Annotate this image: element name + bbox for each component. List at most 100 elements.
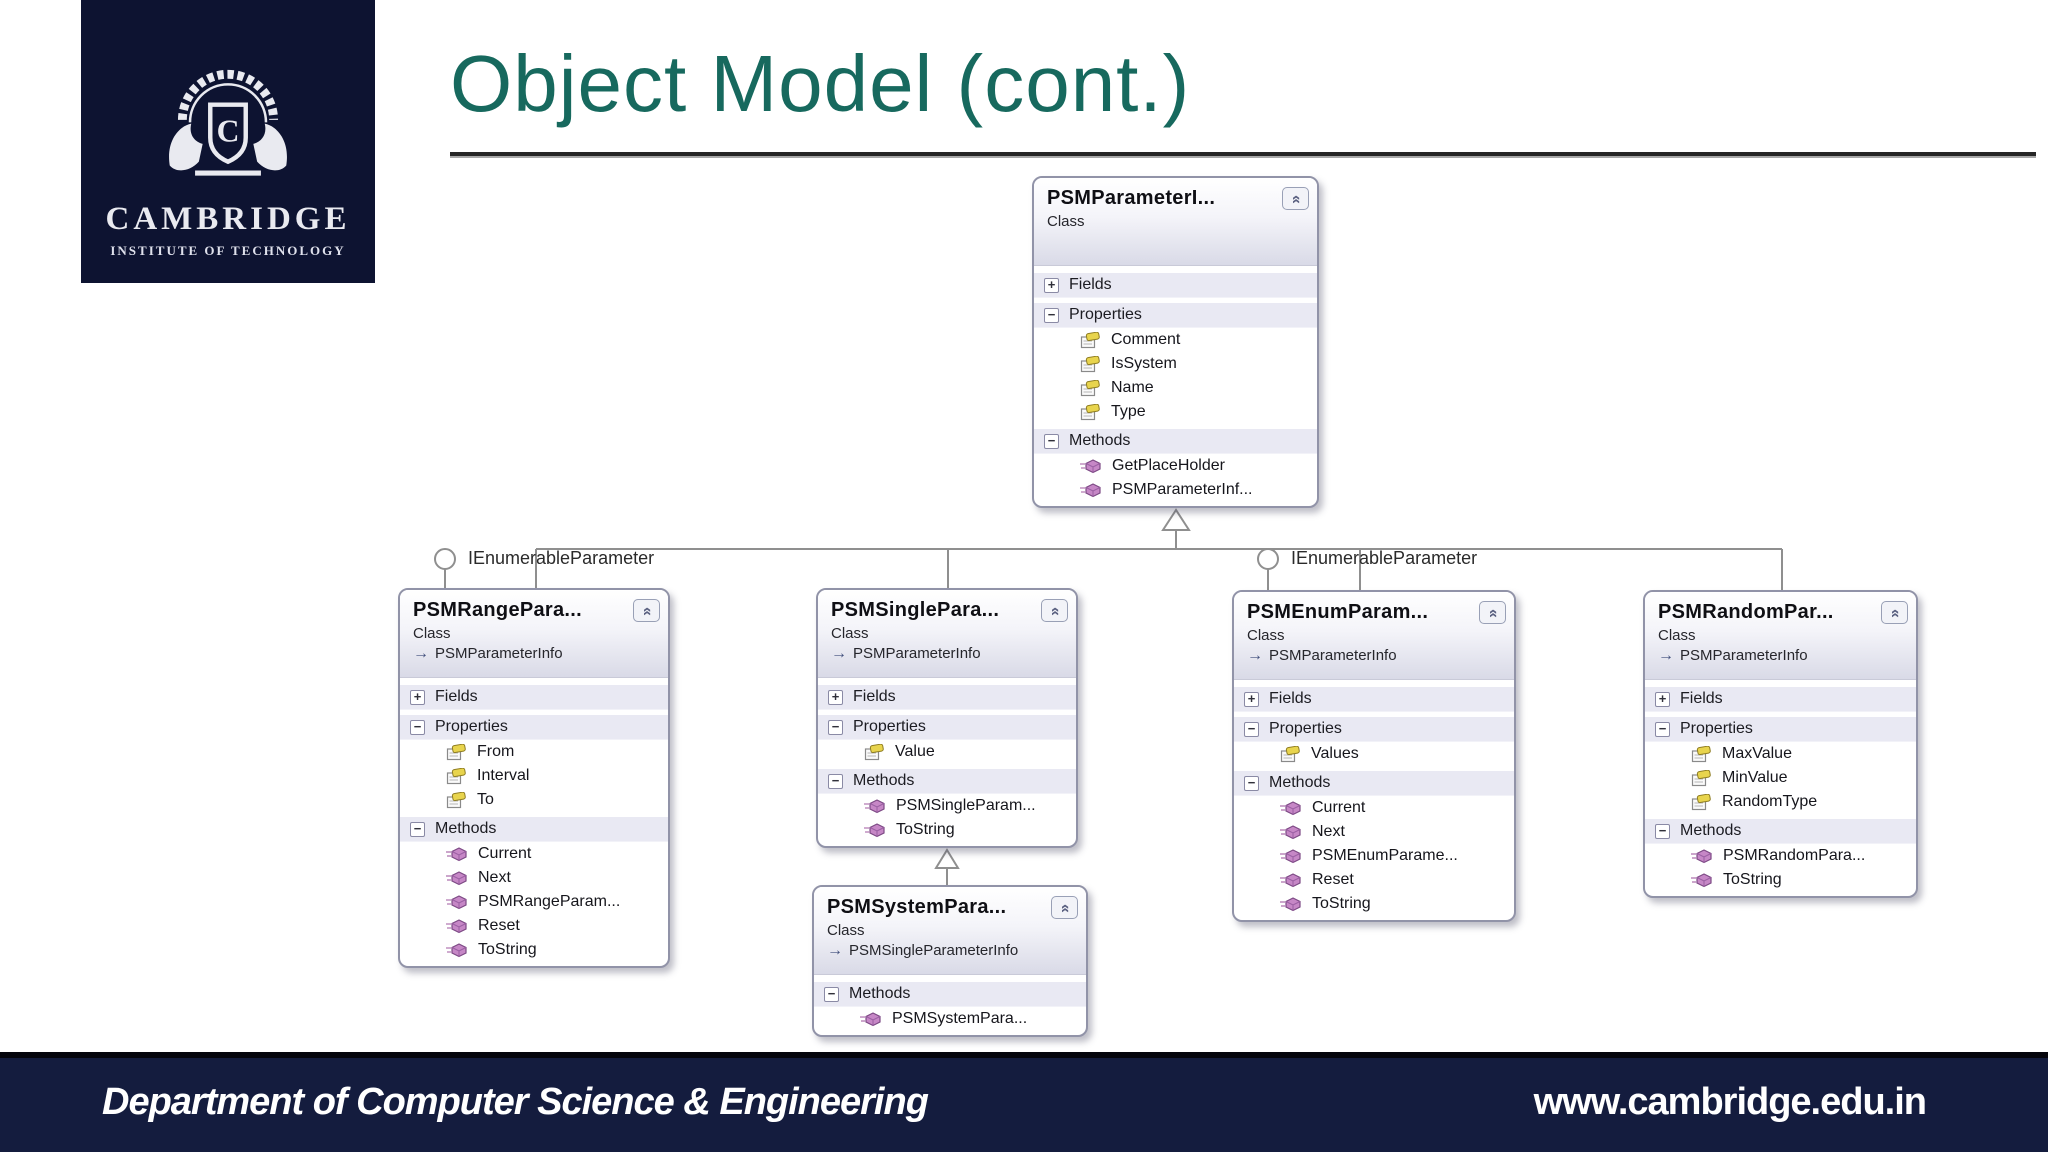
method-name: Current [1312,799,1366,816]
footer-department: Department of Computer Science & Enginee… [102,1080,929,1123]
method-icon [446,942,467,957]
collapse-toggle-icon: − [410,719,425,735]
method-row: ToString [1234,892,1514,916]
cambridge-logo: C CAMBRIDGE INSTITUTE OF TECHNOLOGY [81,0,375,283]
method-name: PSMRandomPara... [1723,847,1866,864]
method-icon [1080,458,1101,473]
compartment-label: Methods [435,820,497,837]
property-name: Value [895,743,935,760]
logo-institution-subtitle: INSTITUTE OF TECHNOLOGY [110,243,346,258]
collapse-button: « [633,599,660,622]
method-icon [446,894,468,910]
class-title: PSMSinglePara... [831,599,1000,621]
interface-label: IEnumerableParameter [1291,548,1478,568]
method-row: ToString [1645,868,1916,892]
method-icon [446,918,468,934]
property-row: Comment [1034,328,1317,352]
property-name: Interval [477,767,530,784]
method-row: PSMSystemPara... [814,1007,1086,1031]
property-name: Values [1311,745,1359,762]
logo-institution-name: CAMBRIDGE [105,201,351,237]
expand-toggle-icon: + [1244,691,1259,707]
collapse-toggle-icon: − [1655,721,1670,737]
base-type-label: PSMParameterInfo [1269,647,1397,664]
property-icon [446,743,467,761]
class-box-PSMParameterI: PSMParameterI...«Class+Fields−Properties… [1032,176,1319,508]
method-icon [864,798,885,813]
compartment-label: Fields [1269,690,1312,707]
property-icon [1691,769,1712,787]
property-row: Name [1034,376,1317,400]
method-row: PSMEnumParame... [1234,844,1514,868]
compartment-methods: −Methods [1034,428,1317,454]
inheritance-triangle-icon [1161,508,1191,531]
compartment-fields: +Fields [1645,686,1916,712]
class-stereotype: Class [1658,627,1696,644]
method-name: Reset [478,917,520,934]
method-row: GetPlaceHolder [1034,454,1317,478]
method-name: Reset [1312,871,1354,888]
expand-toggle-icon: + [828,689,843,705]
collapse-chevrons-icon: « [1484,608,1502,617]
method-icon [1691,872,1712,887]
class-header: PSMEnumParam...«Class→PSMParameterInfo [1234,592,1514,680]
method-icon [446,894,467,909]
compartment-properties: −Properties [1645,716,1916,742]
collapse-toggle-icon: − [1655,823,1670,839]
collapse-toggle-icon: − [828,719,843,735]
collapse-toggle-icon: − [1044,307,1059,323]
compartment-label: Properties [853,718,926,735]
property-icon [1691,745,1712,763]
property-icon [1691,769,1711,786]
method-icon [1280,848,1301,863]
method-name: ToString [1312,895,1371,912]
property-icon [1080,403,1100,420]
method-icon [1280,872,1302,888]
property-row: Value [818,740,1076,764]
collapse-button: « [1282,187,1309,210]
compartment-label: Fields [853,688,896,705]
method-name: PSMSingleParam... [896,797,1036,814]
property-icon [1280,745,1300,762]
cambridge-crest-icon: C [169,69,287,176]
class-header: PSMSinglePara...«Class→PSMParameterInfo [818,590,1076,678]
footer-divider [0,1052,2048,1058]
inherits-arrow-icon: → [831,644,847,662]
footer: Department of Computer Science & Enginee… [0,1052,2048,1152]
compartment-methods: −Methods [814,981,1086,1007]
method-row: Current [400,842,668,866]
method-icon [860,1011,882,1027]
class-stereotype: Class [1047,213,1085,230]
method-icon [1280,800,1301,815]
compartment-label: Methods [1680,822,1742,839]
inherits-arrow-icon: → [1247,646,1263,664]
method-icon [1280,824,1301,839]
class-box-PSMEnumParam: PSMEnumParam...«Class→PSMParameterInfo+F… [1232,590,1516,922]
class-base-type: →PSMParameterInfo [1658,647,1906,664]
collapse-toggle-icon: − [824,986,839,1002]
property-name: Name [1111,379,1154,396]
class-box-PSMSinglePara: PSMSinglePara...«Class→PSMParameterInfo +… [816,588,1078,848]
method-icon [446,918,467,933]
compartment-label: Properties [435,718,508,735]
class-header: PSMRangePara...«Class→PSMParameterInfo [400,590,668,678]
method-row: Reset [400,914,668,938]
method-icon [1080,482,1102,498]
expand-toggle-icon: + [1655,691,1670,707]
base-type-label: PSMParameterInfo [435,645,563,662]
property-icon [446,767,466,784]
method-icon [446,846,468,862]
compartment-methods: −Methods [1234,770,1514,796]
method-icon [1280,848,1302,864]
method-name: GetPlaceHolder [1112,457,1225,474]
class-header: PSMSystemPara...«Class→PSMSingleParamete… [814,887,1086,975]
method-icon [1691,848,1713,864]
method-row: Reset [1234,868,1514,892]
class-box-PSMRangePara: PSMRangePara...«Class→PSMParameterInfo+F… [398,588,670,968]
property-row: Interval [400,764,668,788]
property-icon [864,743,884,760]
